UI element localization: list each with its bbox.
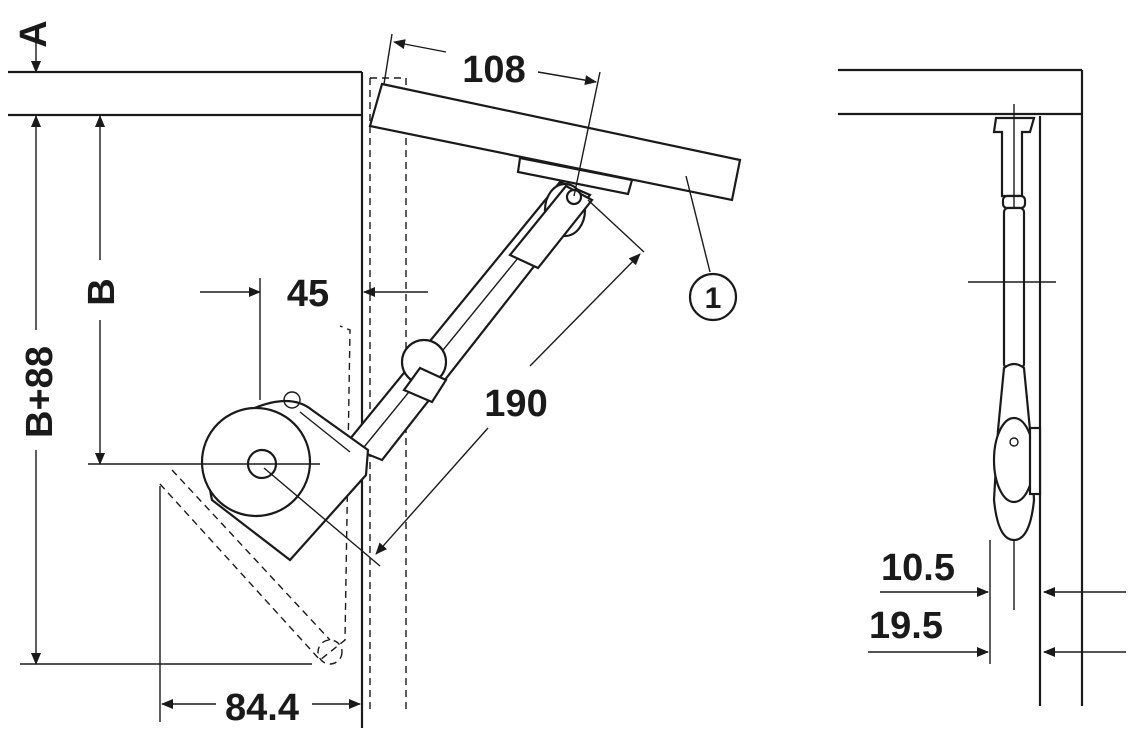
callout-1: 1 bbox=[685, 175, 738, 322]
dim-label-a: A bbox=[13, 20, 55, 47]
pivot-centerlines bbox=[88, 278, 381, 567]
dim-label-190: 190 bbox=[484, 383, 547, 425]
mechanism-housing bbox=[200, 391, 370, 562]
dimension-10-5: 10.5 bbox=[880, 540, 1126, 612]
dim-label-b: B bbox=[81, 278, 123, 305]
dim-label-10-5: 10.5 bbox=[881, 547, 955, 589]
lift-arm-side-view bbox=[968, 104, 1056, 610]
lift-arm bbox=[343, 180, 594, 462]
dimension-45: 45 bbox=[200, 273, 428, 315]
dimension-84-4: 84.4 bbox=[159, 486, 361, 729]
cabinet-left-view bbox=[8, 70, 407, 728]
dimension-19-5: 19.5 bbox=[868, 605, 1126, 664]
dimension-190: 190 bbox=[375, 199, 645, 555]
dim-label-b-plus-88: B+88 bbox=[19, 346, 61, 438]
flap-panel bbox=[368, 82, 742, 202]
dim-label-45: 45 bbox=[287, 273, 329, 315]
dimension-b: B bbox=[81, 115, 123, 465]
housing-phantom-outline bbox=[159, 325, 351, 665]
dimension-108: 108 bbox=[383, 33, 601, 197]
cabinet-right-view bbox=[838, 68, 1084, 706]
callout-1-label: 1 bbox=[705, 282, 722, 315]
dimension-b-plus-88: B+88 bbox=[19, 115, 312, 665]
dim-label-108: 108 bbox=[462, 49, 525, 91]
dimension-a: A bbox=[8, 20, 60, 73]
dim-label-84-4: 84.4 bbox=[225, 687, 299, 729]
dim-label-19-5: 19.5 bbox=[869, 605, 943, 647]
